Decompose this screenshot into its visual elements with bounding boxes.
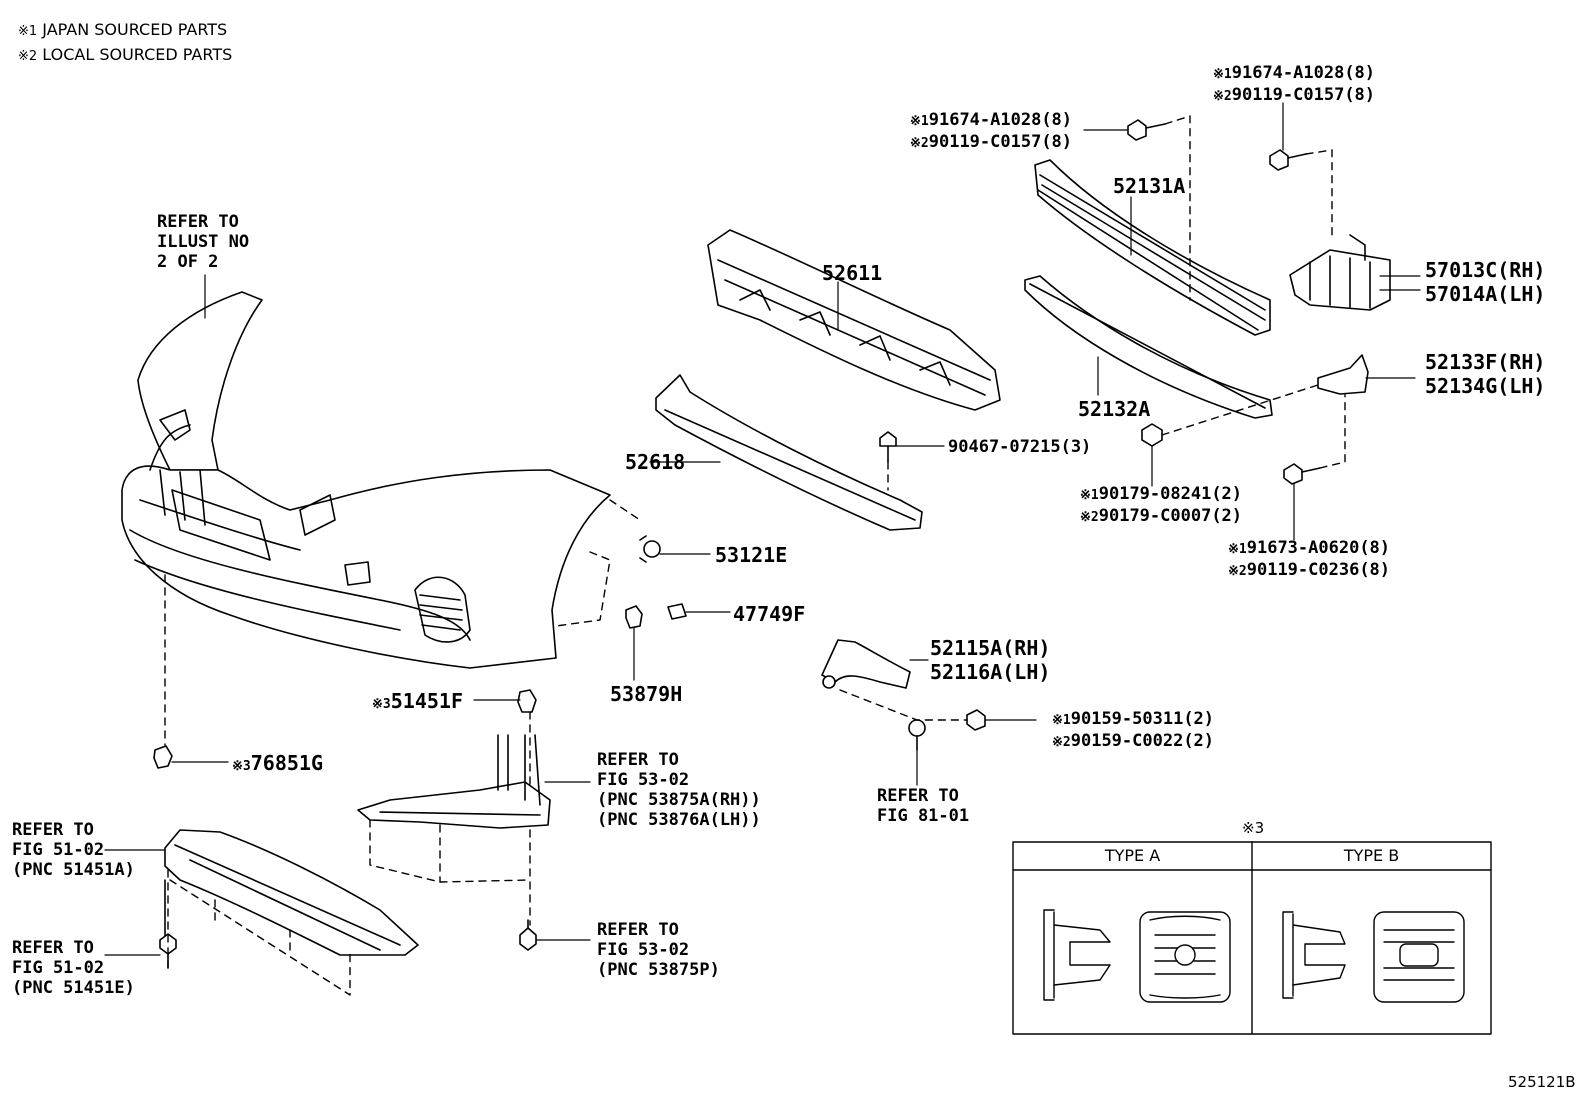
refer-fig53-a-note: REFER TO FIG 53-02 (PNC 53875A(RH)) (PNC…	[597, 750, 761, 830]
part-number: 51451F	[390, 689, 463, 713]
bolt-lower-label: ※191673-A0620(8) ※290119-C0236(8)	[1228, 538, 1390, 582]
refer-line: FIG 81-01	[877, 806, 970, 826]
refer-fig51-a-note: REFER TO FIG 51-02 (PNC 51451A)	[12, 820, 135, 880]
refer-line: FIG 51-02	[12, 840, 105, 860]
absorber-52611-drawing	[707, 229, 1001, 411]
diagram-code: 525121B	[1508, 1073, 1576, 1091]
refer-line: REFER TO	[157, 212, 239, 232]
bracket-57013c-drawing	[1289, 234, 1391, 311]
refer-line: (PNC 53876A(LH))	[597, 810, 761, 830]
legend-text-2: LOCAL SOURCED PARTS	[42, 45, 233, 64]
part-57013c-label: 57013C(RH)	[1425, 258, 1546, 282]
part-52116a-label: 52116A(LH)	[930, 660, 1051, 684]
part-52132a-label: 52132A	[1078, 397, 1151, 421]
refer-illust-note: REFER TO ILLUST NO 2 OF 2	[157, 212, 249, 272]
refer-line: REFER TO	[877, 786, 959, 806]
reinforcement-52132a-drawing	[1024, 275, 1273, 419]
type-b-clip-icon	[1282, 911, 1465, 1003]
bumper-cover-drawing	[121, 291, 611, 669]
part-number: 90119-C0236(8)	[1246, 560, 1391, 580]
part-number: 91674-A1028(8)	[1231, 63, 1376, 83]
nut-label: ※190179-08241(2) ※290179-C0007(2)	[1080, 484, 1242, 528]
refer-line: 2 OF 2	[157, 252, 219, 272]
refer-fig53-p-note: REFER TO FIG 53-02 (PNC 53875P)	[597, 920, 720, 980]
type-table	[1012, 841, 1492, 1035]
legend-mark-2: ※2	[18, 49, 38, 64]
retainer-52115a-drawing	[821, 639, 911, 689]
note-mark: ※2	[1052, 735, 1071, 750]
undercover-53875a-drawing	[357, 734, 551, 829]
part-number: 91674-A1028(8)	[928, 110, 1073, 130]
leader-lines	[104, 102, 1421, 956]
refer-line: REFER TO	[597, 750, 679, 770]
type-b-heading: TYPE B	[1343, 846, 1400, 865]
screw-label: ※190159-50311(2) ※290159-C0022(2)	[1052, 709, 1214, 753]
part-90467-label: 90467-07215(3)	[948, 437, 1092, 457]
refer-line: REFER TO	[12, 820, 94, 840]
part-number: 90179-C0007(2)	[1098, 506, 1243, 526]
note-mark: ※1	[1052, 713, 1071, 728]
refer-fig51-e-note: REFER TO FIG 51-02 (PNC 51451E)	[12, 938, 135, 998]
part-number: 90179-08241(2)	[1098, 484, 1243, 504]
note-mark: ※1	[910, 114, 929, 129]
part-number: 90159-50311(2)	[1070, 709, 1215, 729]
note-mark: ※3	[232, 759, 251, 774]
refer-line: (PNC 53875P)	[597, 960, 720, 980]
note-mark: ※2	[1228, 564, 1247, 579]
refer-line: FIG 51-02	[12, 958, 105, 978]
part-52134g-label: 52134G(LH)	[1425, 374, 1546, 398]
refer-line: ILLUST NO	[157, 232, 250, 252]
type-a-heading: TYPE A	[1104, 846, 1161, 865]
legend-text-1: JAPAN SOURCED PARTS	[42, 20, 228, 39]
refer-line: (PNC 51451E)	[12, 978, 135, 998]
part-53121e-label: 53121E	[715, 543, 788, 567]
bolt-left-label: ※191674-A1028(8) ※290119-C0157(8)	[910, 110, 1072, 154]
part-number: 76851G	[250, 751, 323, 775]
refer-line: FIG 53-02	[597, 940, 690, 960]
undercover-51451a-drawing	[164, 829, 419, 956]
note-mark: ※1	[1213, 67, 1232, 82]
part-52133f-label: 52133F(RH)	[1425, 350, 1546, 374]
refer-line: (PNC 53875A(RH))	[597, 790, 761, 810]
part-52611-label: 52611	[822, 261, 883, 285]
reinforcement-52131a-drawing	[1034, 159, 1271, 336]
bolt-right-label: ※191674-A1028(8) ※290119-C0157(8)	[1213, 63, 1375, 107]
refer-line: (PNC 51451A)	[12, 860, 135, 880]
note-mark: ※1	[1080, 488, 1099, 503]
type-table-note: ※3	[1242, 819, 1265, 837]
part-number: 90119-C0157(8)	[928, 132, 1073, 152]
part-number: 90159-C0022(2)	[1070, 731, 1215, 751]
part-number: 91673-A0620(8)	[1246, 538, 1391, 558]
part-47749f-label: 47749F	[733, 602, 806, 626]
refer-line: REFER TO	[597, 920, 679, 940]
bracket-52133f-drawing	[1317, 354, 1369, 395]
part-57014a-label: 57014A(LH)	[1425, 282, 1546, 306]
note-mark: ※3	[372, 697, 391, 712]
part-52131a-label: 52131A	[1113, 174, 1186, 198]
fastener-drawings	[153, 119, 1321, 969]
part-52618-label: 52618	[625, 450, 686, 474]
part-53879h-label: 53879H	[610, 682, 683, 706]
refer-fig81-note: REFER TO FIG 81-01	[877, 786, 969, 826]
note-mark: ※2	[1213, 89, 1232, 104]
part-51451f-label: ※351451F	[372, 690, 463, 716]
absorber-52618-drawing	[655, 374, 923, 531]
part-52115a-label: 52115A(RH)	[930, 636, 1051, 660]
note-mark: ※2	[1080, 510, 1099, 525]
refer-line: FIG 53-02	[597, 770, 690, 790]
type-a-clip-icon	[1043, 909, 1231, 1003]
legend-local-sourced: ※2 LOCAL SOURCED PARTS	[18, 43, 232, 69]
note-mark: ※2	[910, 136, 929, 151]
refer-line: REFER TO	[12, 938, 94, 958]
legend-japan-sourced: ※1 JAPAN SOURCED PARTS	[18, 18, 227, 44]
part-76851g-label: ※376851G	[232, 752, 323, 778]
dashed-assembly-lines	[164, 115, 1346, 996]
part-number: 90119-C0157(8)	[1231, 85, 1376, 105]
legend-mark-1: ※1	[18, 24, 38, 39]
note-mark: ※1	[1228, 542, 1247, 557]
